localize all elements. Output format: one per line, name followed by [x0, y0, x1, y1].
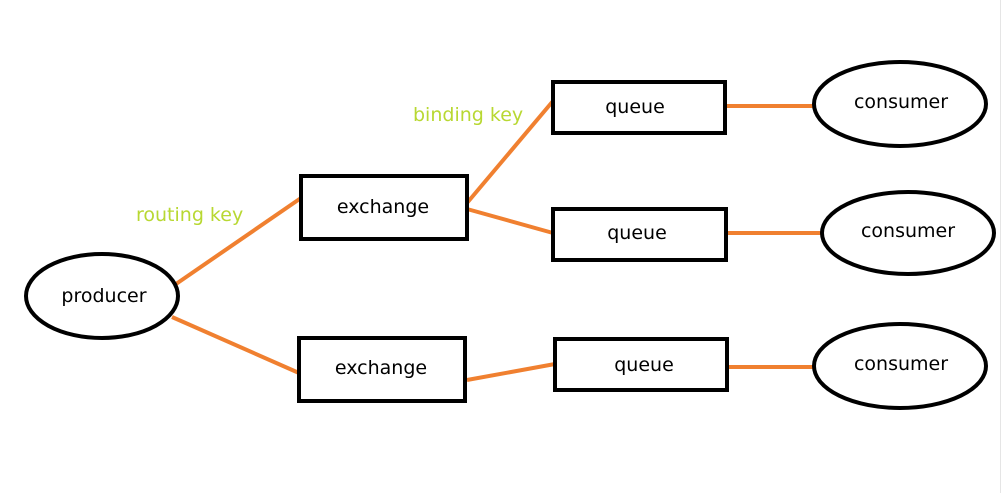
- consumer-node-3: consumer: [812, 322, 988, 410]
- window-edge-divider: [1000, 0, 1001, 493]
- binding-key-label: binding key: [413, 104, 523, 126]
- consumer-2-shape: [820, 190, 996, 276]
- exchange-node-2: exchange: [297, 336, 467, 403]
- exchange-2-shape: [297, 336, 467, 403]
- queue-2-label: queue: [607, 222, 667, 244]
- queue-2-shape: [551, 207, 728, 262]
- edge-exchange-1-queue-1: [465, 99, 555, 205]
- consumer-3-label: consumer: [854, 353, 948, 375]
- consumer-1-shape: [812, 60, 988, 148]
- exchange-1-shape: [299, 174, 469, 241]
- edges: [171, 99, 822, 382]
- consumer-1-label: consumer: [854, 91, 948, 113]
- exchange-1-label: exchange: [337, 196, 429, 218]
- queue-1-label: queue: [605, 96, 665, 118]
- queue-node-3: queue: [553, 337, 729, 392]
- consumer-3-shape: [812, 322, 988, 410]
- consumer-node-1: consumer: [812, 60, 988, 148]
- queue-node-2: queue: [551, 207, 728, 262]
- producer-node: producer: [24, 252, 180, 340]
- edge-producer-exchange-1: [174, 196, 303, 286]
- routing-key-label: routing key: [136, 204, 243, 226]
- exchange-node-1: exchange: [299, 174, 469, 241]
- consumer-node-2: consumer: [820, 190, 996, 276]
- edge-producer-exchange-2: [171, 315, 300, 375]
- edge-exchange-1-queue-2: [466, 207, 554, 235]
- producer-label: producer: [61, 285, 146, 307]
- producer-shape: [24, 252, 180, 340]
- queue-3-label: queue: [614, 354, 674, 376]
- consumer-2-label: consumer: [861, 220, 955, 242]
- queue-3-shape: [553, 337, 729, 392]
- queue-node-1: queue: [551, 80, 727, 135]
- queue-1-shape: [551, 80, 727, 135]
- exchange-2-label: exchange: [335, 357, 427, 379]
- edge-exchange-2-queue-3: [466, 362, 556, 382]
